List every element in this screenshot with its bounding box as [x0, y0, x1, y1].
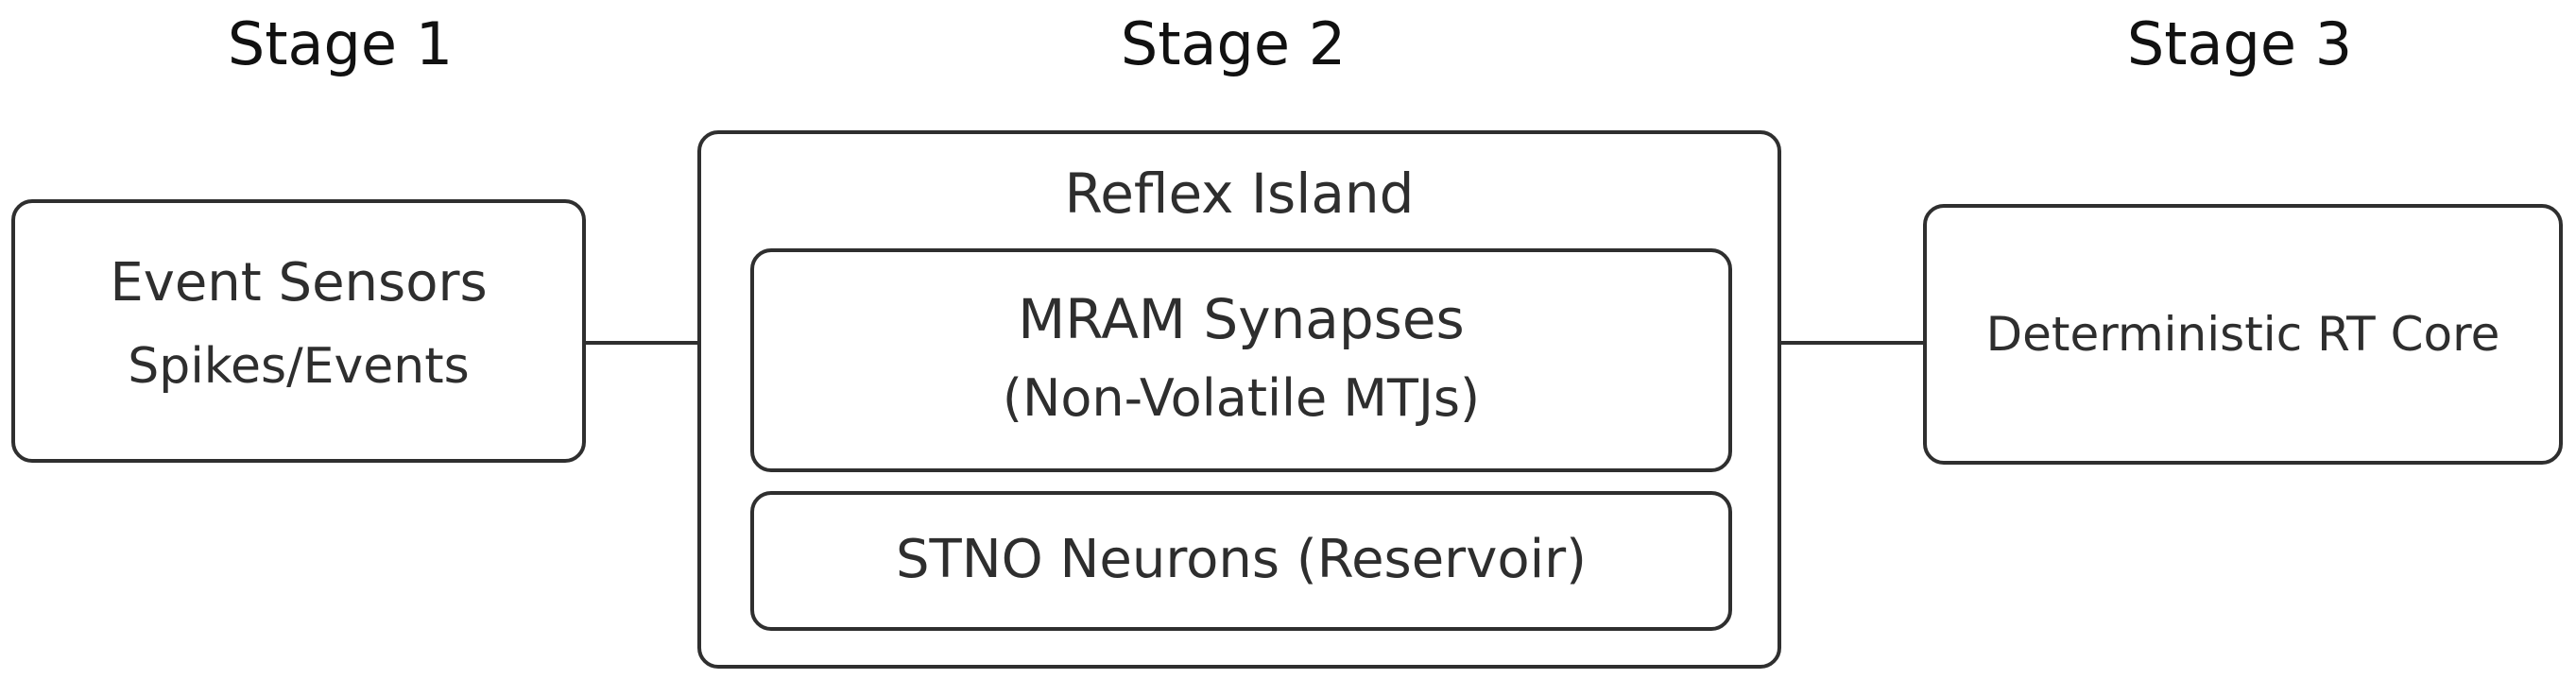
reflex-island-box: Reflex Island MRAM Synapses (Non-Volatil… — [697, 130, 1781, 669]
mram-synapses-box: MRAM Synapses (Non-Volatile MTJs) — [750, 248, 1732, 472]
rt-core-title: Deterministic RT Core — [1985, 307, 2500, 362]
stno-neurons-box: STNO Neurons (Reservoir) — [750, 491, 1732, 631]
connector-sensors-to-island — [583, 341, 701, 345]
mram-synapses-title: MRAM Synapses — [1018, 287, 1465, 351]
event-sensors-box: Event Sensors Spikes/Events — [11, 199, 586, 463]
event-sensors-subtitle: Spikes/Events — [128, 338, 470, 395]
stage-2-label: Stage 2 — [1120, 9, 1347, 78]
stage-3-label: Stage 3 — [2126, 9, 2353, 78]
connector-island-to-core — [1777, 341, 1926, 345]
stage-1-label: Stage 1 — [227, 9, 454, 78]
stno-neurons-title: STNO Neurons (Reservoir) — [895, 529, 1588, 590]
mram-synapses-subtitle: (Non-Volatile MTJs) — [1002, 368, 1481, 428]
reflex-island-title: Reflex Island — [1064, 161, 1415, 226]
rt-core-box: Deterministic RT Core — [1923, 204, 2563, 465]
event-sensors-title: Event Sensors — [110, 252, 488, 314]
